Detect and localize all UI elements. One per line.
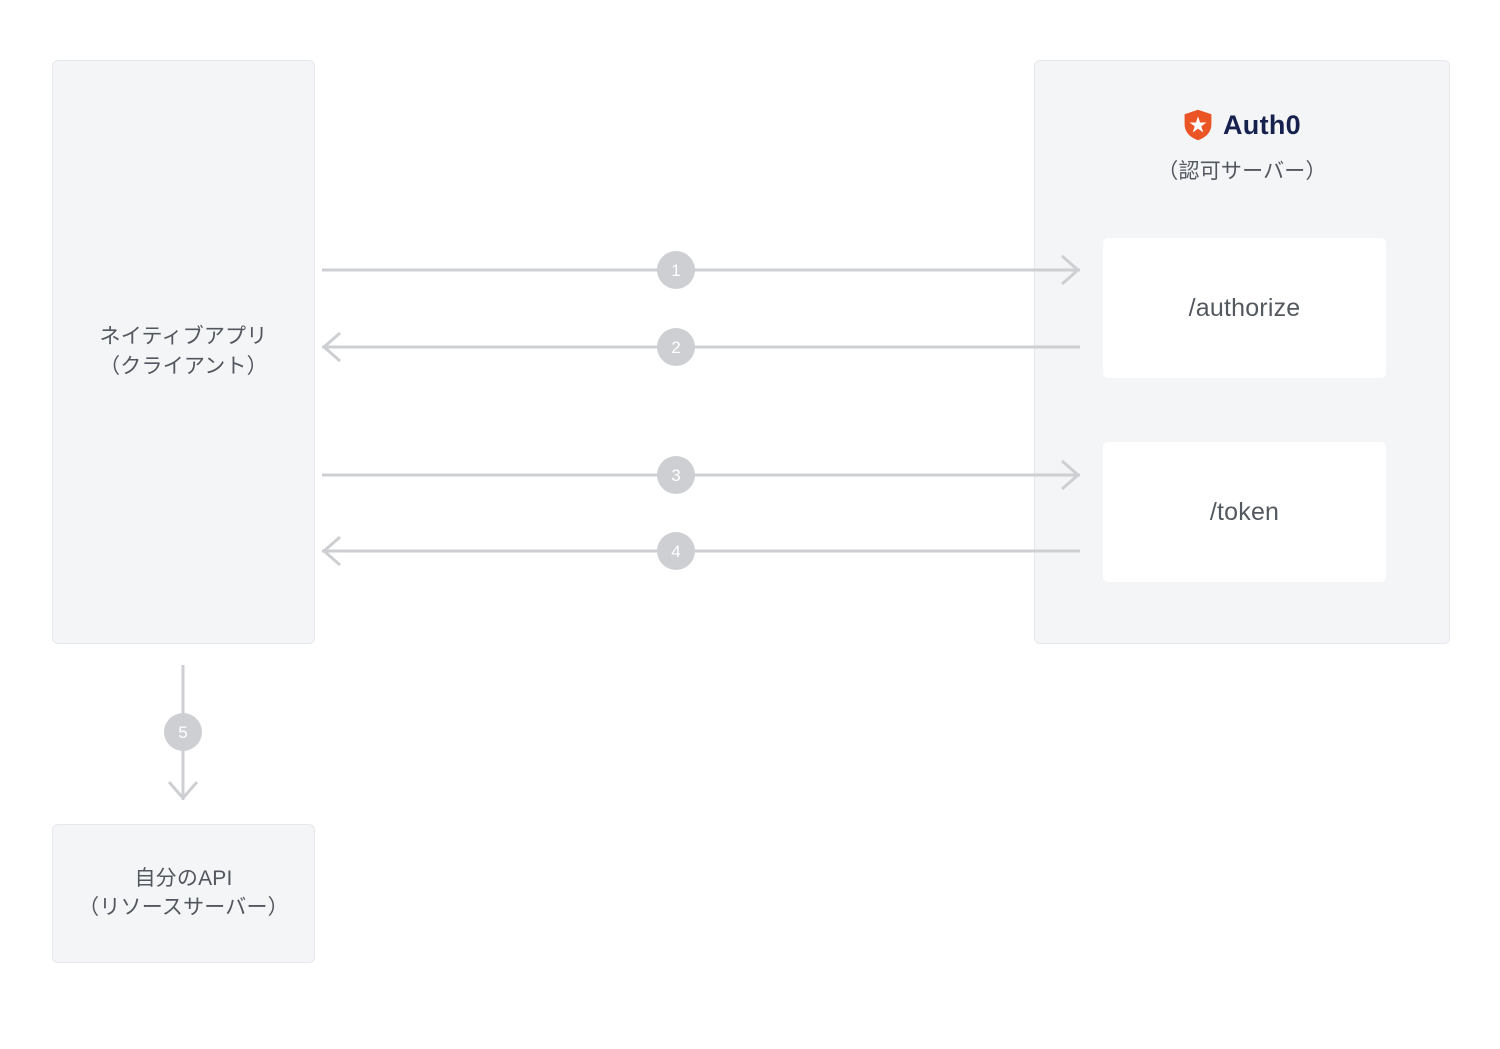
resource-server-box: 自分のAPI （リソースサーバー） [52, 824, 315, 963]
step-badge-4: 4 [657, 532, 695, 570]
endpoint-card-token[interactable]: /token [1103, 442, 1386, 582]
step-badge-5: 5 [164, 713, 202, 751]
auth0-shield-icon [1183, 109, 1213, 141]
step-badge-4-number: 4 [671, 541, 681, 561]
step-badge-5-number: 5 [178, 722, 188, 742]
endpoint-card-authorize[interactable]: /authorize [1103, 238, 1386, 378]
flow-arrowhead-step-4 [321, 535, 341, 567]
step-badge-1: 1 [657, 251, 695, 289]
auth0-brand: Auth0 [1035, 109, 1449, 141]
step-badge-3: 3 [657, 456, 695, 494]
auth0-wordmark: Auth0 [1223, 109, 1301, 140]
step-badge-2-number: 2 [671, 337, 681, 357]
auth0-header: Auth0 （認可サーバー） [1035, 109, 1449, 185]
step-badge-1-number: 1 [671, 260, 681, 280]
resource-server-label: 自分のAPI （リソースサーバー） [78, 866, 289, 920]
authorization-server-panel: Auth0 （認可サーバー） /authorize /token [1034, 60, 1450, 644]
step-badge-3-number: 3 [671, 465, 681, 485]
step-badge-2: 2 [657, 328, 695, 366]
client-label: ネイティブアプリ （クライアント） [99, 325, 268, 378]
endpoint-label-authorize: /authorize [1188, 293, 1301, 322]
client-box: ネイティブアプリ （クライアント） [52, 60, 315, 644]
flow-arrowhead-step-2 [321, 331, 341, 363]
endpoint-label-token: /token [1209, 497, 1280, 526]
authorization-server-sublabel: （認可サーバー） [1157, 160, 1327, 183]
flow-arrowhead-step-5 [167, 781, 199, 801]
